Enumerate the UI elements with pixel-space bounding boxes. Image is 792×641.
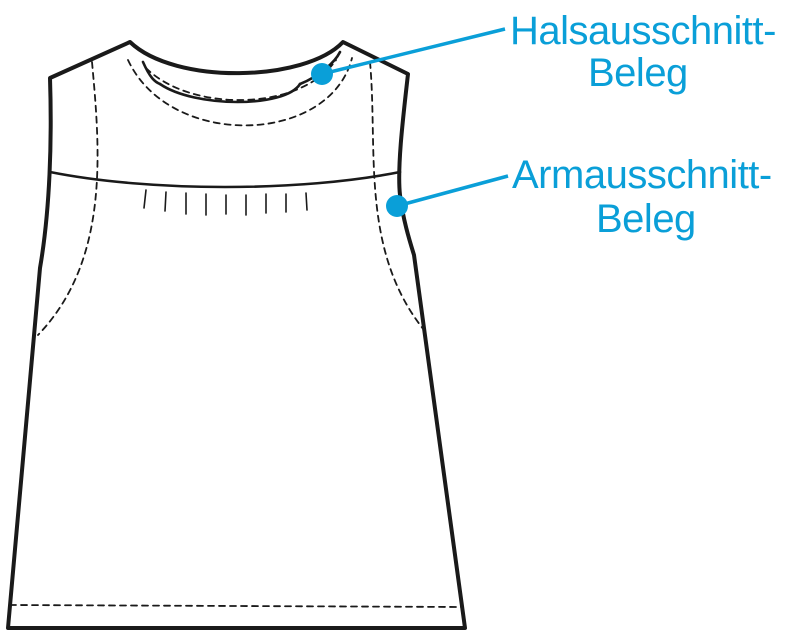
callout-neck-dot [311, 63, 333, 85]
callout-armhole-line [396, 174, 509, 208]
right-armhole-stitching [369, 61, 425, 331]
callout-armhole-dot [386, 195, 408, 217]
front-neckline-edge [141, 60, 162, 86]
callout-neck-line [321, 27, 506, 76]
callout-armhole-facing: Armausschnitt- Beleg [386, 153, 772, 241]
label-neck-facing-line2: Beleg [588, 51, 688, 95]
yoke-seam [48, 170, 402, 189]
label-neck-facing-line1: Halsausschnitt- [510, 9, 776, 53]
sleeveless-top [6, 40, 467, 630]
gathers [143, 189, 308, 216]
callout-neck-facing: Halsausschnitt- Beleg [311, 9, 776, 95]
neckline-stitching-outer [127, 57, 353, 127]
label-armhole-facing-line1: Armausschnitt- [512, 153, 772, 197]
neckline-stitching-inner [145, 59, 337, 101]
label-armhole-facing-line2: Beleg [596, 197, 696, 241]
left-armhole-stitching [37, 61, 99, 336]
hem-stitching [9, 604, 464, 608]
top-body-outline [6, 40, 467, 630]
